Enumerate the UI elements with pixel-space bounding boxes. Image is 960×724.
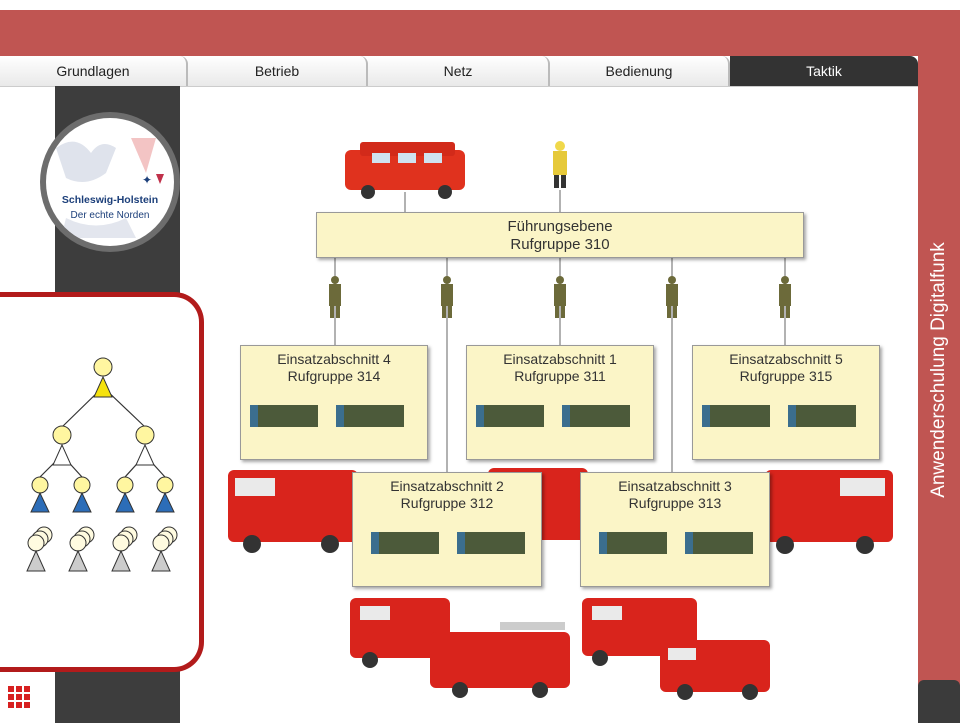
state-logo: ✦ Schleswig-Holstein Der echte Norden	[40, 112, 180, 252]
section-box-3: Einsatzabschnitt 3 Rufgruppe 313	[580, 472, 770, 587]
fire-trucks-icons	[228, 468, 893, 700]
command-level-group: Rufgruppe 310	[510, 236, 610, 253]
svg-text:✦: ✦	[142, 173, 152, 187]
side-title: Anwenderschulung Digitalfunk	[928, 242, 950, 498]
section-title: Einsatzabschnitt 4	[277, 351, 391, 367]
section-group: Rufgruppe 314	[287, 368, 381, 384]
tab-betrieb[interactable]: Betrieb	[188, 56, 368, 86]
tab-bar: Grundlagen Betrieb Netz Bedienung Taktik	[0, 56, 918, 86]
header-band	[0, 10, 960, 56]
command-level-box: Führungsebene Rufgruppe 310	[316, 212, 804, 258]
tab-netz[interactable]: Netz	[368, 56, 550, 86]
section-box-4: Einsatzabschnitt 4 Rufgruppe 314	[240, 345, 428, 460]
hierarchy-illustration	[26, 357, 178, 572]
right-side-band	[918, 10, 960, 723]
section-box-5: Einsatzabschnitt 5 Rufgruppe 315	[692, 345, 880, 460]
section-box-2: Einsatzabschnitt 2 Rufgruppe 312	[352, 472, 542, 587]
section-title: Einsatzabschnitt 3	[618, 478, 732, 494]
section-group: Rufgruppe 312	[400, 495, 494, 511]
section-group: Rufgruppe 311	[514, 368, 606, 384]
top-strip	[0, 0, 960, 10]
command-van-icon	[345, 142, 465, 199]
tab-grundlagen[interactable]: Grundlagen	[0, 56, 188, 86]
logo-title: Schleswig-Holstein	[61, 194, 159, 206]
section-title: Einsatzabschnitt 1	[503, 351, 617, 367]
tab-taktik[interactable]: Taktik	[730, 56, 918, 86]
section-title: Einsatzabschnitt 5	[729, 351, 843, 367]
side-title-container: Anwenderschulung Digitalfunk	[918, 70, 960, 670]
crew-icons	[702, 405, 856, 427]
hierarchy-panel	[0, 292, 204, 672]
crew-icons	[599, 532, 753, 554]
crew-icons	[476, 405, 630, 427]
menu-grid-icon[interactable]	[8, 686, 34, 712]
crew-icons	[250, 405, 404, 427]
section-leader-icons	[329, 276, 791, 318]
section-group: Rufgruppe 313	[628, 495, 722, 511]
radio-group-diagram	[228, 141, 893, 700]
tab-bedienung[interactable]: Bedienung	[550, 56, 730, 86]
section-title: Einsatzabschnitt 2	[390, 478, 504, 494]
next-page-button[interactable]	[918, 680, 960, 723]
command-level-title: Führungsebene	[507, 218, 613, 235]
commander-figure-icon	[553, 141, 567, 188]
section-group: Rufgruppe 315	[739, 368, 833, 384]
section-box-1: Einsatzabschnitt 1 Rufgruppe 311	[466, 345, 654, 460]
crew-icons	[371, 532, 525, 554]
logo-subtitle: Der echte Norden	[70, 210, 150, 221]
